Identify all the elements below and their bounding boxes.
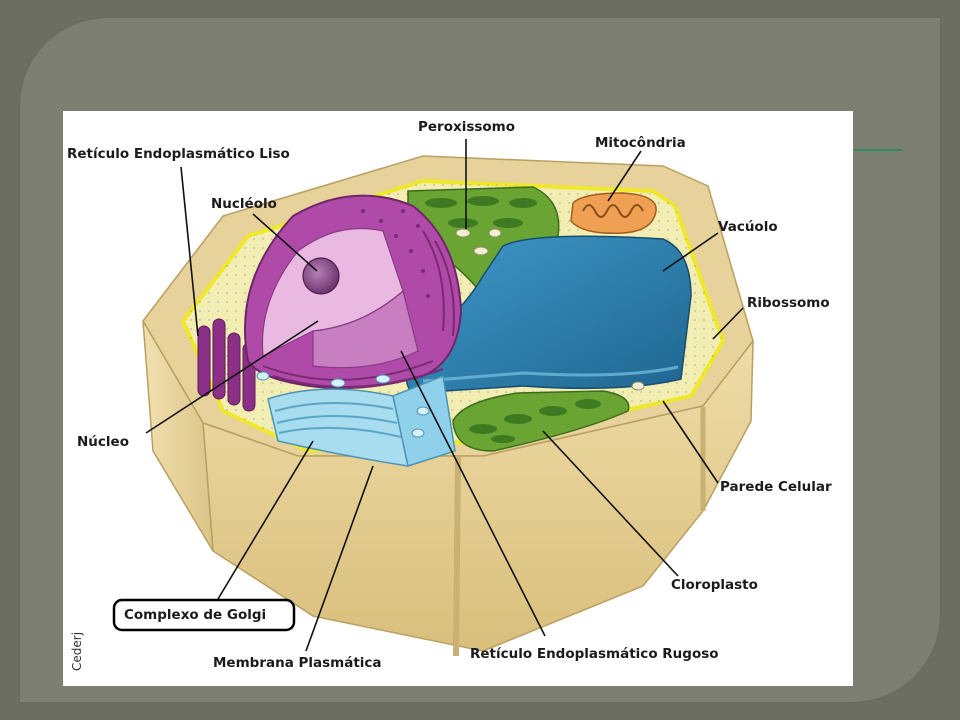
label-nucleo: Núcleo (77, 434, 129, 450)
nucleus-shape (244, 194, 463, 390)
label-membrana-plasmatica: Membrana Plasmática (213, 655, 382, 671)
golgi-highlight-box (112, 598, 296, 632)
label-peroxissomo: Peroxissomo (418, 119, 515, 135)
cell-diagram-svg: Retículo Endoplasmático Liso Peroxissomo… (67, 119, 832, 671)
vacuole-membrane (422, 365, 679, 383)
mitochondria-shape (570, 192, 657, 234)
accent-line (854, 149, 902, 151)
smooth-er-shape (197, 318, 256, 412)
label-nucleolo: Nucléolo (211, 196, 277, 212)
label-mitocondria: Mitocôndria (595, 135, 686, 151)
chloroplast-bottom (452, 390, 630, 452)
cell-wall-front (202, 338, 754, 652)
label-complexo-golgi: Complexo de Golgi (124, 607, 266, 623)
credit-text: Cederj (70, 632, 84, 671)
label-cloroplasto: Cloroplasto (671, 577, 758, 593)
leader-lines (145, 139, 744, 652)
label-reticulo-liso: Retículo Endoplasmático Liso (67, 146, 290, 162)
cell-diagram: Retículo Endoplasmático Liso Peroxissomo… (63, 111, 853, 686)
wall-seam (453, 455, 461, 657)
thylakoids (425, 196, 537, 228)
label-ribossomo: Ribossomo (747, 295, 830, 311)
cell-wall-left (142, 320, 214, 552)
label-reticulo-rugoso: Retículo Endoplasmático Rugoso (470, 646, 719, 662)
golgi-shape (256, 371, 456, 467)
peroxisome-shapes (455, 228, 645, 391)
label-parede-celular: Parede Celular (720, 479, 832, 495)
label-vacuolo: Vacúolo (718, 219, 778, 235)
